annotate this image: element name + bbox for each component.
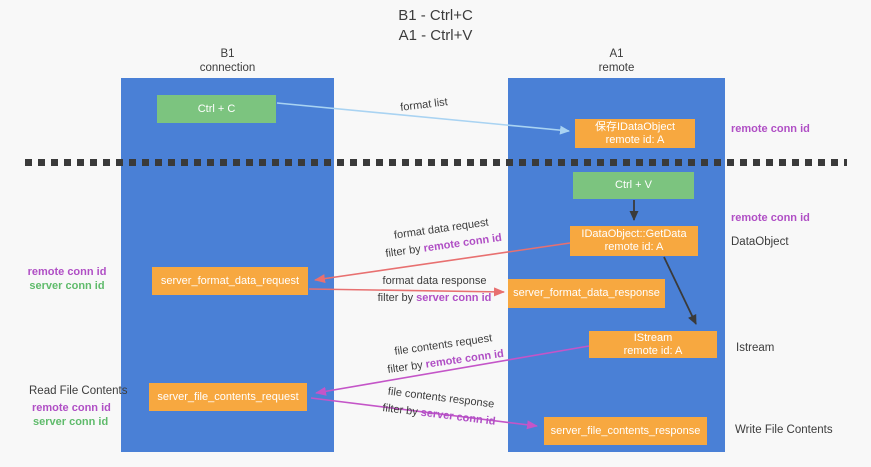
- diagram-title: B1 - Ctrl+C A1 - Ctrl+V: [0, 6, 871, 46]
- left-annotation-read-file-contents: Read File Contents: [29, 385, 128, 397]
- title-line-1: B1 - Ctrl+C: [398, 7, 473, 24]
- node-server-format-data-response: server_format_data_response: [508, 279, 665, 308]
- node-ctrl-c: Ctrl + C: [157, 95, 276, 123]
- right-annotation-dataobject: DataObject: [731, 236, 789, 248]
- format-data-response-label: format data response: [382, 275, 487, 287]
- left-annotation-remote-conn-id: remote conn id: [27, 266, 107, 278]
- arrow-file-contents-response: [310, 397, 538, 430]
- arrow-format-data-response: [308, 287, 505, 297]
- node-save-dataobject: 保存IDataObject remote id: A: [575, 119, 695, 148]
- arrow-file-contents-request: [315, 345, 590, 396]
- node-server-format-data-request: server_format_data_request: [152, 267, 308, 295]
- format-data-response-filter: filter by server conn id: [352, 292, 517, 304]
- node-istream: IStream remote id: A: [589, 331, 717, 358]
- lifeline-b1-name: B1: [220, 48, 235, 60]
- edge-label-format-data-response: format data response filter by server co…: [352, 275, 517, 304]
- arrow-format-data-request: [314, 242, 571, 284]
- right-annotation-remote-conn-id-mid: remote conn id: [731, 212, 810, 224]
- lifeline-a1-role: remote: [598, 62, 635, 74]
- phase-separator-line: [25, 159, 847, 166]
- node-istream-line1: IStream: [633, 331, 673, 344]
- left-annotation-remote-conn-id-2: remote conn id: [32, 402, 111, 414]
- lifeline-header-a1: A1 remote: [508, 47, 725, 75]
- node-ctrl-c-label: Ctrl + C: [197, 102, 236, 115]
- arrow-getdata-to-istream: [663, 256, 697, 325]
- filter-prefix: filter by: [377, 292, 414, 304]
- node-ctrl-v: Ctrl + V: [573, 172, 694, 199]
- right-annotation-write-file-contents: Write File Contents: [735, 424, 833, 436]
- left-annotation-server-conn-id-2: server conn id: [33, 416, 109, 428]
- node-ctrl-v-label: Ctrl + V: [615, 179, 652, 191]
- node-server-format-data-request-label: server_format_data_request: [160, 274, 300, 287]
- right-annotation-remote-conn-id-top: remote conn id: [731, 123, 810, 135]
- title-line-2: A1 - Ctrl+V: [398, 27, 473, 44]
- node-server-format-data-response-label: server_format_data_response: [513, 287, 660, 299]
- node-idataobject-getdata-line1: IDataObject::GetData: [581, 228, 687, 240]
- node-idataobject-getdata-line2: remote id: A: [604, 241, 664, 253]
- left-annotation-server-conn-id: server conn id: [29, 280, 105, 292]
- node-server-file-contents-request: server_file_contents_request: [149, 383, 307, 411]
- node-save-dataobject-line2: remote id: A: [605, 133, 665, 146]
- right-annotation-istream: Istream: [736, 342, 775, 354]
- node-server-file-contents-response-label: server_file_contents_response: [550, 424, 701, 437]
- lifeline-a1-name: A1: [609, 48, 624, 60]
- node-save-dataobject-line1: 保存IDataObject: [594, 120, 676, 133]
- node-idataobject-getdata: IDataObject::GetData remote id: A: [570, 226, 698, 256]
- filter-conn-id: server conn id: [416, 292, 492, 304]
- arrow-format-list: [276, 102, 570, 135]
- node-server-file-contents-response: server_file_contents_response: [544, 417, 707, 445]
- lifeline-header-b1: B1 connection: [121, 47, 334, 75]
- node-server-file-contents-request-label: server_file_contents_request: [157, 390, 299, 403]
- lifeline-b1-role: connection: [199, 62, 256, 74]
- node-istream-line2: remote id: A: [623, 344, 683, 357]
